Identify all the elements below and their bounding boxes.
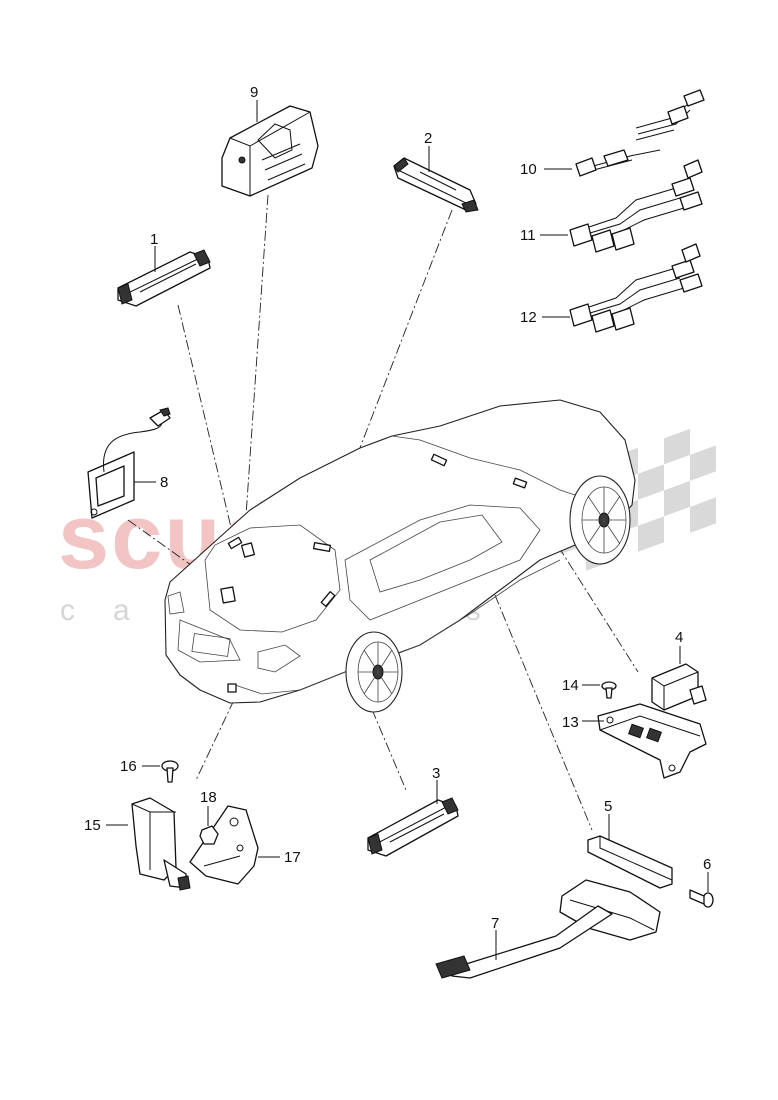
callout-6: 6 [703, 856, 711, 873]
callout-14: 14 [562, 677, 579, 694]
callout-12: 12 [520, 309, 537, 326]
callout-1: 1 [150, 231, 158, 248]
part-3-antenna-module [367, 780, 459, 857]
part-1-antenna-module [117, 246, 211, 307]
part-15-holder [106, 797, 191, 891]
part-7-antenna-ribbon [435, 879, 661, 979]
callout-18: 18 [200, 789, 217, 806]
mounting-points [220, 453, 528, 693]
part-8-antenna-amplifier [87, 407, 171, 519]
callout-9: 9 [250, 84, 258, 101]
part-2-antenna-module [393, 146, 479, 213]
front-wheel [569, 475, 631, 565]
callout-8: 8 [160, 474, 168, 491]
part-11-cable-harness [540, 159, 703, 253]
callout-5: 5 [604, 798, 612, 815]
part-16-screw [142, 760, 179, 783]
callout-labels: 9 2 1 10 11 12 8 4 14 13 3 5 6 7 16 18 1… [84, 84, 711, 932]
part-9-bracket-cover [221, 100, 319, 197]
callout-10: 10 [520, 161, 537, 178]
part-10-cable-harness [544, 89, 705, 177]
callout-2: 2 [424, 130, 432, 147]
part-6-rivet [689, 872, 714, 908]
callout-7: 7 [491, 915, 499, 932]
callout-15: 15 [84, 817, 101, 834]
rear-wheel [345, 631, 403, 713]
callout-11: 11 [520, 227, 536, 244]
part-4-control-unit [651, 646, 707, 711]
part-13-bracket [582, 703, 707, 779]
callout-13: 13 [562, 714, 579, 731]
callout-4: 4 [675, 629, 683, 646]
part-5-cover [587, 814, 673, 889]
part-18-nut [199, 806, 219, 845]
part-14-screw [582, 681, 617, 699]
part-12-cable-harness [542, 243, 703, 333]
callout-16: 16 [120, 758, 137, 775]
part-17-bracket [189, 805, 280, 885]
callout-3: 3 [432, 765, 440, 782]
vehicle-outline [164, 399, 636, 713]
callout-17: 17 [284, 849, 301, 866]
